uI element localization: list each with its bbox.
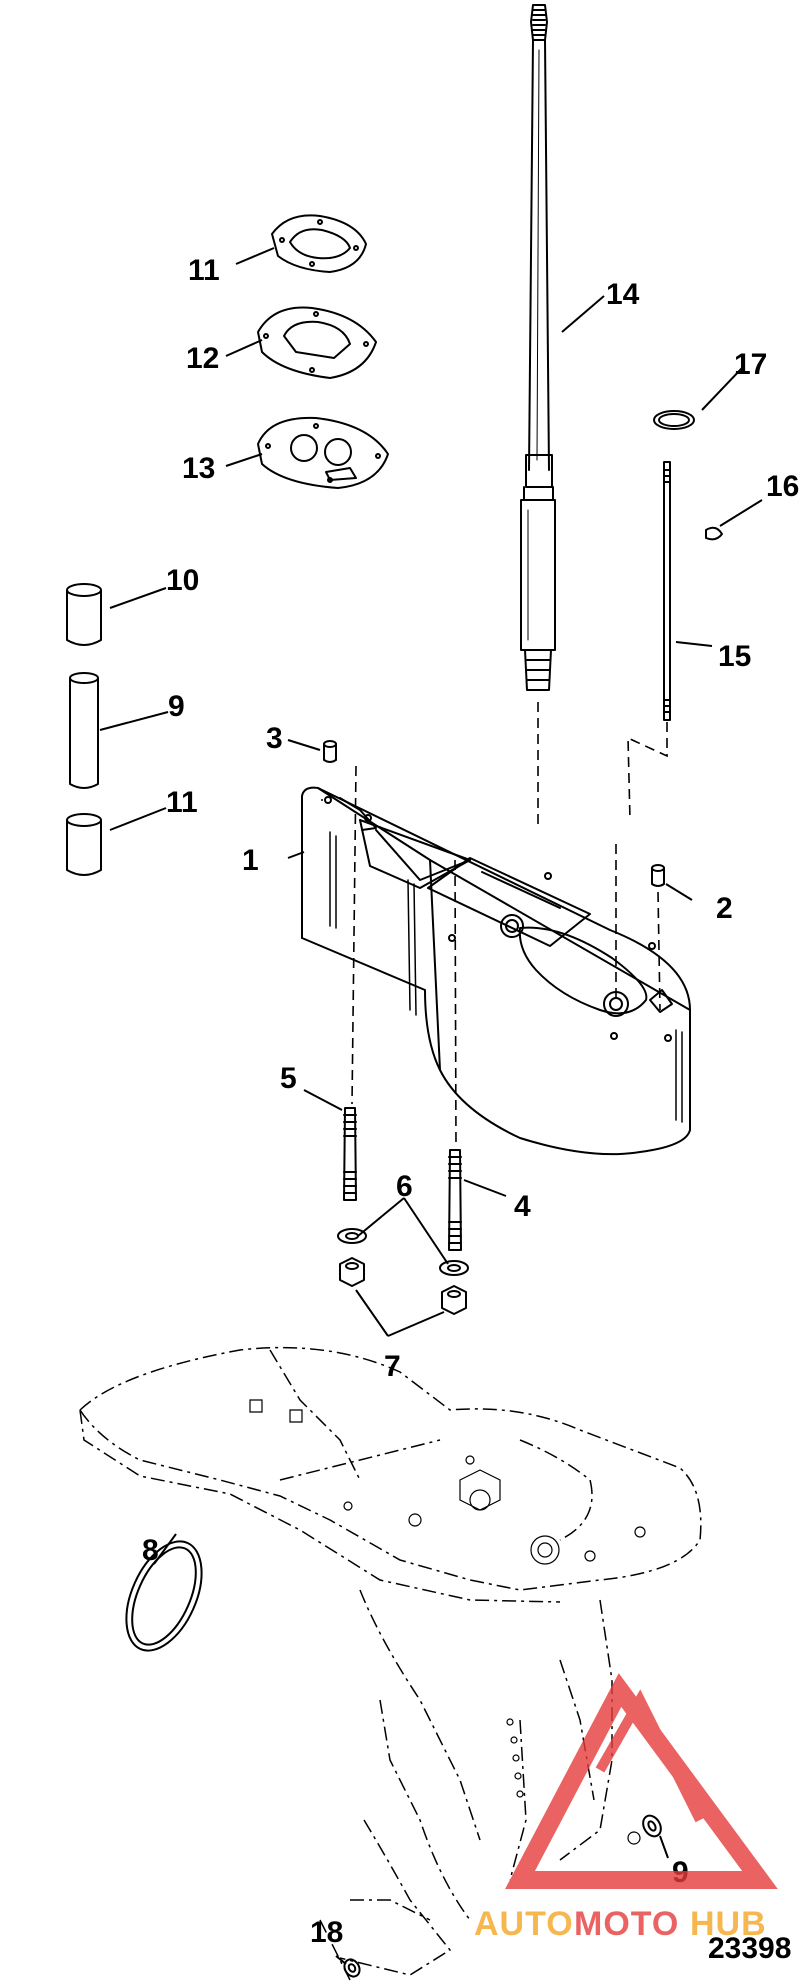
seal-part-9-upper [642,1814,662,1838]
bushing-part-11-upper [66,583,102,646]
callout-7: 7 [384,1350,401,1383]
callout-10: 9 [168,690,185,723]
callout-8: 8 [142,1534,159,1567]
callout-14: 13 [182,452,215,485]
leader-lines [99,247,763,1965]
watermark-text-moto: MOTO [574,1905,679,1943]
clip-part-17 [705,526,723,541]
watermark-triangle-icon [505,1673,778,1889]
stud-part-5 [343,1107,357,1201]
drive-shaft-part-15 [520,4,556,691]
nut-part-7-right [441,1285,467,1315]
dowel-pin-part-3 [323,740,337,763]
callout-6: 6 [396,1170,413,1203]
gear-housing-details [249,1399,646,1845]
washer-part-6-left [337,1228,367,1244]
assembly-guide-lines [351,702,668,1147]
driveshaft-housing-part-1 [301,786,691,1156]
plate-part-13 [257,306,377,379]
watermark-text-hub: HUB [690,1905,767,1943]
dowel-pin-part-2 [651,864,665,887]
seal-ring-part-8 [125,1540,203,1652]
callout-3: 3 [266,722,283,755]
washer-part-6-right [439,1260,469,1276]
gear-housing-phantom [79,1346,702,1981]
bushing-part-11-lower [66,813,102,876]
shift-rod-part-16 [663,461,671,721]
callout-9-lower: 18 [310,1916,343,1949]
gasket-part-14 [257,416,389,489]
seal-part-9-lower [343,1958,361,1978]
watermark-text-auto: AUTO [474,1905,574,1943]
o-ring-part-18 [653,410,695,430]
callout-11-lower: 11 [166,786,198,819]
callout-1: 1 [242,844,259,877]
callout-17: 16 [766,470,799,503]
callouts: 11 12 13 14 17 16 15 10 9 11 3 2 1 5 4 6… [142,254,799,1949]
callout-11-upper: 10 [166,564,199,597]
callout-15: 14 [606,278,640,311]
gasket-part-12 [271,214,367,273]
callout-13: 12 [186,342,219,375]
stud-part-4 [448,1149,462,1251]
tube-part-10 [69,672,99,789]
figure-number: 23398 [708,1932,791,1965]
callout-4: 4 [514,1190,531,1223]
callout-2: 2 [716,892,733,925]
callout-16: 15 [718,640,751,673]
callout-12: 11 [188,254,220,287]
nut-part-7-left [339,1257,365,1287]
callout-5: 5 [280,1062,297,1095]
watermark-logo: AUTO MOTO HUB [474,1673,778,1943]
callout-18: 17 [734,348,767,381]
